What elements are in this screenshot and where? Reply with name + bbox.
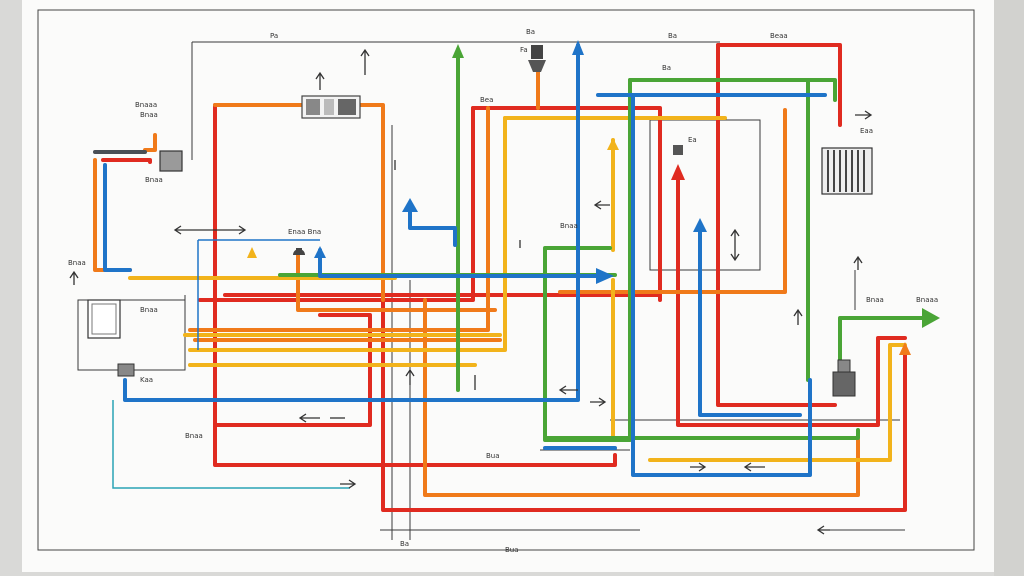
pipe-blue-7 — [103, 163, 132, 272]
arrow-orange-up-icon — [899, 342, 911, 355]
pipe-blue-6 — [631, 93, 812, 477]
pipe-red-5 — [198, 106, 475, 302]
component-radiator — [821, 147, 873, 195]
small-black-arrows — [69, 48, 873, 535]
label-left-top-2: Bnaa — [140, 111, 158, 119]
arrow-green-up-icon — [452, 44, 464, 58]
pipe-orange-6 — [188, 106, 490, 332]
arrow-yellow-up-2-icon — [247, 247, 257, 258]
pipe-red-9 — [101, 158, 152, 164]
arrow-heads — [247, 40, 940, 355]
arrow-green-right-icon — [922, 308, 940, 328]
component-mid-valve — [293, 248, 305, 255]
pipe-green-6 — [838, 316, 932, 367]
label-right-box: Bnaa — [866, 296, 884, 304]
pipe-red-3 — [716, 43, 837, 407]
label-left-box: Bnaa — [145, 176, 163, 184]
component-top-unit — [301, 95, 361, 119]
label-mid-left-2: Bnaa — [560, 222, 578, 230]
label-center-small: Ea — [688, 136, 697, 144]
pipe-red-6 — [471, 106, 662, 302]
arrow-yellow-up-icon — [607, 138, 619, 150]
arrow-blue-up-4-icon — [314, 246, 326, 258]
label-left-lower: Kaa — [140, 376, 153, 384]
label-bottom-b: Ba — [400, 540, 409, 548]
label-upper-mid: Bea — [480, 96, 493, 104]
component-pump-right — [832, 359, 856, 397]
component-left-box — [159, 150, 183, 172]
frame-border — [37, 9, 975, 551]
pipe-orange-3 — [143, 133, 157, 152]
component-left-panel — [87, 299, 121, 339]
pipes — [93, 43, 932, 512]
pipe-orange-8 — [423, 298, 860, 497]
pipe-red-1 — [213, 103, 617, 467]
arrow-blue-up-3-icon — [693, 218, 707, 232]
pipe-blue-2 — [318, 248, 602, 278]
label-right-node: Eaa — [860, 127, 873, 135]
pipe-red-8 — [213, 313, 372, 427]
label-mid-left-1: Enaa Bna — [288, 228, 321, 236]
label-left-top-1: Bnaaa — [135, 101, 157, 109]
component-red-valve — [673, 145, 683, 155]
labels: Pa Fa Ba Ba Beaa Bea Ba Ea Bnaaa Bnaa Bn… — [68, 28, 938, 554]
label-box-small: Bnaa — [140, 306, 158, 314]
pipe-orange-1 — [213, 103, 385, 302]
component-valve-top — [528, 45, 546, 72]
arrow-blue-right-icon — [596, 268, 614, 284]
component-left-small — [117, 363, 135, 377]
pipe-blue-4 — [408, 203, 457, 247]
label-top-right: Ba — [668, 32, 677, 40]
arrow-blue-up-2-icon — [402, 198, 418, 212]
pipe-green-2 — [628, 78, 837, 102]
label-top-b: Fa — [520, 46, 528, 54]
pipe-yellow-2 — [188, 116, 507, 352]
label-bottom-mid: Bua — [486, 452, 500, 460]
paper-sheet — [22, 0, 994, 572]
pipe-red-4 — [676, 168, 907, 427]
pipe-blue-5 — [698, 223, 802, 417]
label-left-side: Bnaa — [68, 259, 86, 267]
label-right-mid: Ba — [662, 64, 671, 72]
label-right-top: Beaa — [770, 32, 788, 40]
thin-teal-1 — [112, 400, 350, 489]
arrow-red-up-icon — [671, 164, 685, 180]
label-right-far: Bnaaa — [916, 296, 938, 304]
label-top-a: Pa — [270, 32, 278, 40]
pipe-blue-1 — [123, 43, 580, 402]
paper-shadow — [994, 0, 1024, 576]
pipe-green-4 — [543, 428, 860, 440]
label-bottom-left: Bnaa — [185, 432, 203, 440]
pipe-red-10 — [381, 123, 907, 512]
label-top-c: Ba — [526, 28, 535, 36]
pipe-yellow-7 — [648, 343, 907, 462]
thin-colored-lines — [112, 239, 350, 489]
label-bottom-c: Bua — [505, 546, 519, 554]
pipe-red-2 — [716, 43, 842, 127]
arrow-blue-up-icon — [572, 40, 584, 55]
